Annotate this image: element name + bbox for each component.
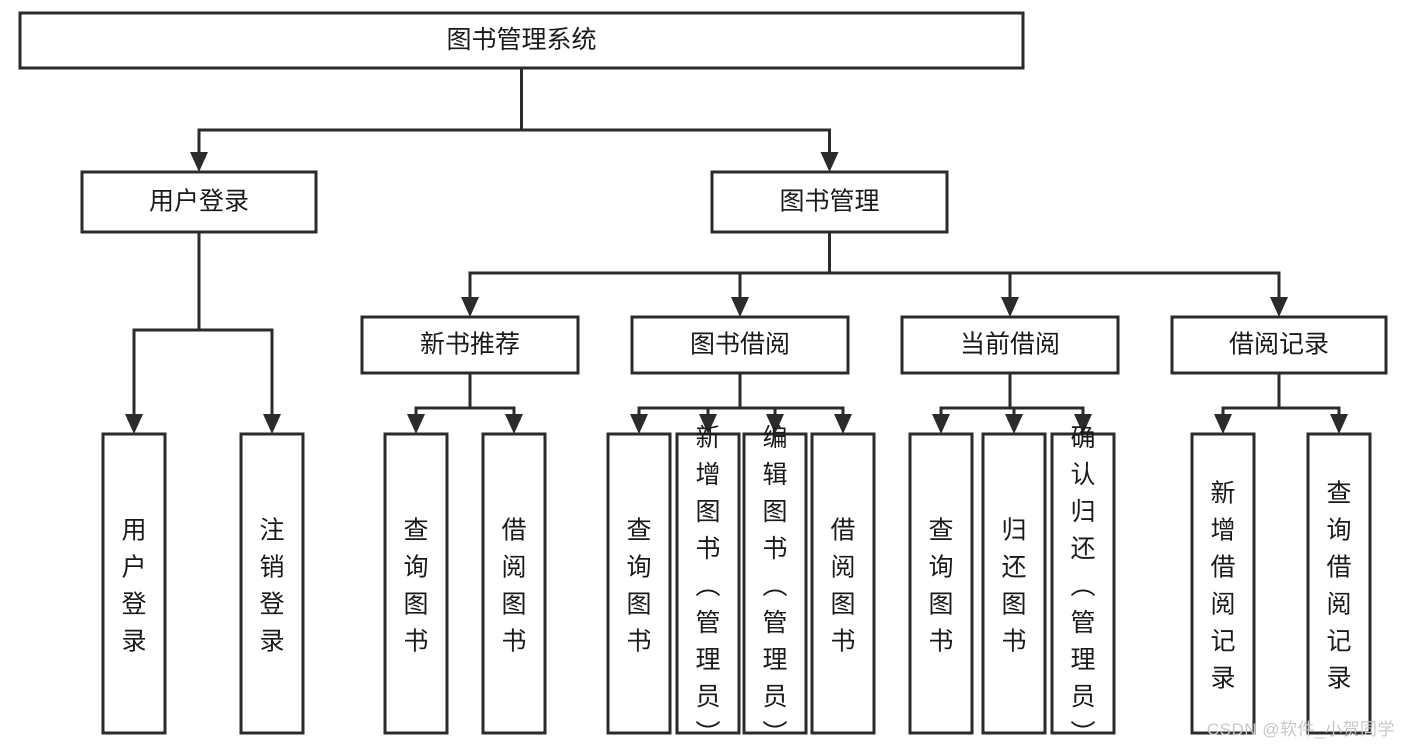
node-leaf-return-book-box[interactable] [981,432,1047,735]
node-leaf-borrow-book-1[interactable]: 借阅图书 [481,432,547,735]
arrow-head-icon [1214,414,1232,434]
node-new-book-recommend[interactable]: 新书推荐 [360,315,580,375]
node-borrow-record-label: 借阅记录 [1229,331,1329,359]
arrow-head-icon [1005,414,1023,434]
arrow-head-icon [932,414,950,434]
node-leaf-query-book-1[interactable]: 查询图书 [383,432,449,735]
arrow-head-icon [505,414,523,434]
node-leaf-query-book-2-box[interactable] [606,432,672,735]
node-leaf-edit-book[interactable]: 编辑图书︵管理员︶ [742,424,808,747]
arrow-head-icon [263,414,281,434]
node-root[interactable]: 图书管理系统 [18,11,1025,70]
arrow-head-icon [766,414,784,434]
node-leaf-query-book-3[interactable]: 查询图书 [908,432,974,735]
node-borrow-record-box[interactable] [1170,315,1388,375]
connector-lines [125,66,1348,434]
node-book-borrow[interactable]: 图书借阅 [630,315,850,375]
node-current-borrow-label: 当前借阅 [960,331,1060,359]
node-leaf-add-book-box[interactable] [675,432,741,735]
node-leaf-confirm-return[interactable]: 确认归还︵管理员︶ [1050,424,1116,747]
node-root-box[interactable] [18,11,1025,70]
node-leaf-query-borrow-rec[interactable]: 查询借阅记录 [1306,432,1372,735]
node-new-book-recommend-label: 新书推荐 [420,331,520,359]
node-leaf-add-borrow-rec-box[interactable] [1190,432,1256,735]
node-boxes: 图书管理系统用户登录图书管理新书推荐图书借阅当前借阅借阅记录用户登录注销登录查询… [18,11,1388,747]
watermark-text: CSDN @软件_小贺同学 [1206,720,1395,739]
node-leaf-borrow-book-1-box[interactable] [481,432,547,735]
arrow-head-icon [461,297,479,317]
node-leaf-return-book-label: 归还图书 [1001,516,1026,655]
node-leaf-user-logout-label: 注销登录 [259,516,284,655]
node-book-manage-label: 图书管理 [779,188,879,216]
arrow-head-icon [1001,297,1019,317]
node-user-login-label: 用户登录 [149,188,249,216]
node-new-book-recommend-box[interactable] [360,315,580,375]
node-leaf-add-borrow-rec-label: 新增借阅记录 [1210,479,1235,692]
node-book-borrow-box[interactable] [630,315,850,375]
node-book-manage-box[interactable] [710,170,949,234]
arrow-head-icon [834,414,852,434]
node-leaf-user-login[interactable]: 用户登录 [101,432,167,735]
arrow-head-icon [731,297,749,317]
node-leaf-edit-book-label: 编辑图书︵管理员︶ [762,424,787,747]
node-leaf-confirm-return-label: 确认归还︵管理员︶ [1070,424,1095,747]
node-leaf-user-login-label: 用户登录 [121,516,146,655]
arrow-head-icon [125,414,143,434]
arrow-head-icon [630,414,648,434]
node-leaf-borrow-book-1-label: 借阅图书 [501,516,526,655]
node-user-login[interactable]: 用户登录 [80,170,318,234]
node-leaf-borrow-book-2[interactable]: 借阅图书 [810,432,876,735]
node-leaf-user-logout-box[interactable] [239,432,305,735]
node-user-login-box[interactable] [80,170,318,234]
node-leaf-confirm-return-box[interactable] [1050,432,1116,735]
node-leaf-query-borrow-rec-box[interactable] [1306,432,1372,735]
arrow-head-icon [1330,414,1348,434]
arrow-head-icon [820,152,839,172]
node-leaf-return-book[interactable]: 归还图书 [981,432,1047,735]
node-leaf-borrow-book-2-label: 借阅图书 [830,516,855,655]
node-leaf-borrow-book-2-box[interactable] [810,432,876,735]
node-leaf-query-book-2-label: 查询图书 [626,516,651,655]
arrow-head-icon [190,152,208,172]
arrow-head-icon [699,414,717,434]
node-leaf-query-book-3-label: 查询图书 [928,516,953,655]
node-leaf-query-borrow-rec-label: 查询借阅记录 [1326,479,1351,692]
arrow-head-icon [1270,297,1288,317]
node-leaf-add-book[interactable]: 新增图书︵管理员︶ [675,424,741,747]
node-leaf-user-logout[interactable]: 注销登录 [239,432,305,735]
arrow-head-icon [407,414,425,434]
node-book-manage[interactable]: 图书管理 [710,170,949,234]
node-leaf-user-login-box[interactable] [101,432,167,735]
node-book-borrow-label: 图书借阅 [690,331,790,359]
node-root-label: 图书管理系统 [446,26,596,54]
node-leaf-query-book-2[interactable]: 查询图书 [606,432,672,735]
node-leaf-add-borrow-rec[interactable]: 新增借阅记录 [1190,432,1256,735]
node-leaf-query-book-1-label: 查询图书 [403,516,428,655]
node-current-borrow-box[interactable] [900,315,1120,375]
node-leaf-query-book-3-box[interactable] [908,432,974,735]
node-current-borrow[interactable]: 当前借阅 [900,315,1120,375]
node-leaf-edit-book-box[interactable] [742,432,808,735]
arrow-head-icon [1074,414,1092,434]
node-borrow-record[interactable]: 借阅记录 [1170,315,1388,375]
node-leaf-add-book-label: 新增图书︵管理员︶ [695,424,720,747]
node-leaf-query-book-1-box[interactable] [383,432,449,735]
